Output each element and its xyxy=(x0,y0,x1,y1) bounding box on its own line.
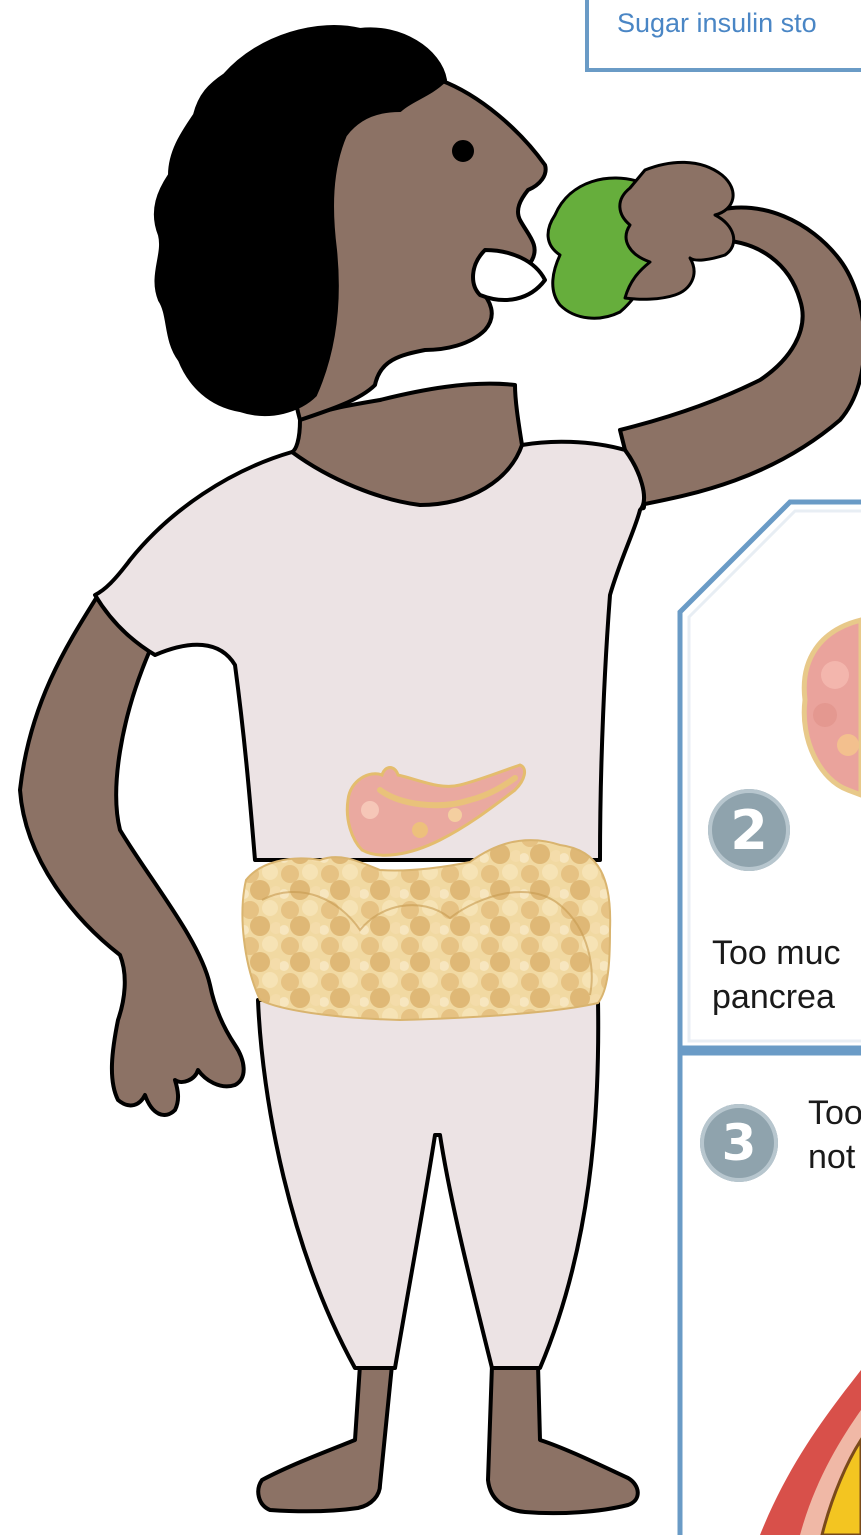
step-2-badge: 2 xyxy=(708,789,790,871)
caption-text: Sugar insulin sto xyxy=(617,8,817,39)
panel-2-line-2: pancrea xyxy=(712,976,835,1019)
panel-3-line-2: not xyxy=(808,1136,855,1179)
hand xyxy=(620,162,734,299)
caption-box: Sugar insulin sto xyxy=(585,0,861,72)
left-arm xyxy=(20,592,244,1115)
eye xyxy=(454,142,472,160)
panel-2-line-1: Too muc xyxy=(712,932,841,975)
artery-image xyxy=(760,1370,861,1535)
belly-fat xyxy=(242,840,610,1020)
step-3-badge: 3 xyxy=(700,1104,778,1182)
panel-3-line-1: Too xyxy=(808,1092,861,1135)
leggings xyxy=(258,1000,598,1368)
right-foot xyxy=(488,1365,638,1513)
left-foot xyxy=(258,1365,392,1511)
